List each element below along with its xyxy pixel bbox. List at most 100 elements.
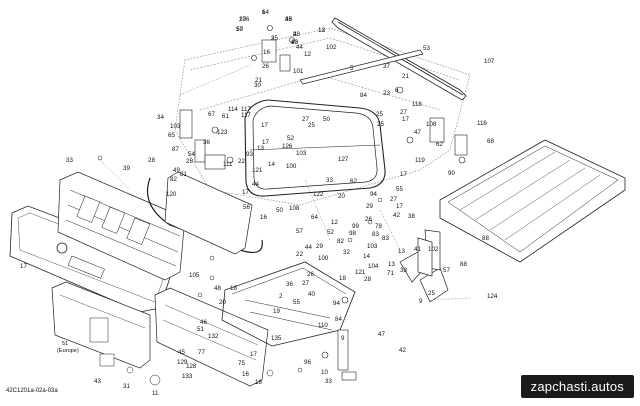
tailgate-secondary-trim xyxy=(154,287,269,387)
part-callout: 21 xyxy=(255,77,262,84)
part-callout: 65 xyxy=(168,132,175,139)
part-callout: 45 xyxy=(285,16,292,23)
tailgate-inner-structure xyxy=(57,171,186,281)
part-callout: 37 xyxy=(383,63,390,70)
part-callout: 90 xyxy=(448,170,455,177)
part-callout: 21 xyxy=(402,73,409,80)
part-callout: 2 xyxy=(279,293,283,300)
part-callout: 33 xyxy=(66,157,73,164)
part-callout: 55 xyxy=(396,186,403,193)
part-callout: 88 xyxy=(460,261,467,268)
part-callout: 133 xyxy=(182,373,193,380)
part-callout: 87 xyxy=(172,146,179,153)
part-callout: 29 xyxy=(316,243,323,250)
part-callout: 38 xyxy=(408,213,415,220)
part-callout: 33 xyxy=(325,378,332,385)
part-callout: 13 xyxy=(291,39,298,46)
part-callout: 116 xyxy=(477,120,487,127)
part-callout: 105 xyxy=(189,272,200,279)
part-callout: 19 xyxy=(273,308,280,315)
part-callout: 84 xyxy=(360,92,367,99)
part-callout: 14 xyxy=(268,161,275,168)
part-callout: 62 xyxy=(436,141,443,148)
part-callout: 128 xyxy=(186,363,197,370)
part-callout: 129 xyxy=(177,359,188,366)
part-callout: 52 xyxy=(287,135,294,142)
part-callout: 22 xyxy=(296,251,303,258)
part-callout: 126 xyxy=(282,143,293,150)
part-callout: 108 xyxy=(426,121,437,128)
part-callout: 17 xyxy=(262,139,269,146)
part-callout: 94 xyxy=(370,191,377,198)
cross-bar xyxy=(299,49,424,85)
part-callout: 101 xyxy=(293,68,304,75)
part-callout: 57 xyxy=(443,267,450,274)
tailgate-lower-trim xyxy=(51,281,151,369)
part-callout: 121 xyxy=(252,167,263,174)
part-callout: 54 xyxy=(188,151,195,158)
part-callout: 20 xyxy=(338,193,345,200)
part-callout: 17 xyxy=(236,26,243,33)
part-callout: 27 xyxy=(390,196,397,203)
part-callout: 6 xyxy=(395,87,399,94)
part-callout: 53 xyxy=(423,45,430,52)
leader-lines xyxy=(99,159,471,301)
part-callout: 43 xyxy=(94,378,101,385)
part-callout: 12 xyxy=(318,27,325,34)
part-callout: 17 xyxy=(20,263,27,270)
part-callout: 103 xyxy=(296,150,307,157)
part-callout: 46 xyxy=(200,319,207,326)
part-callout: 38 xyxy=(285,16,292,23)
part-callout: 12 xyxy=(304,51,311,58)
part-callout: 27 xyxy=(400,109,407,116)
part-callout: 52 xyxy=(327,229,334,236)
part-callout: 12 xyxy=(331,219,338,226)
part-callout: 50 xyxy=(323,116,330,123)
part-callout: 124 xyxy=(487,293,498,300)
part-callout: 28 xyxy=(186,158,193,165)
part-callout: 9 xyxy=(419,298,423,305)
part-callout: 50 xyxy=(236,26,243,33)
part-callout: 123 xyxy=(217,129,228,136)
part-callout: 28 xyxy=(148,157,155,164)
part-callout: 40 xyxy=(291,39,298,46)
left-hinge-cluster xyxy=(179,109,234,170)
part-callout: 78 xyxy=(375,223,382,230)
part-callout: 26 xyxy=(365,216,372,223)
part-callout: 45 xyxy=(178,349,185,356)
part-callout: 42 xyxy=(399,347,406,354)
part-callout: 6 xyxy=(262,9,266,16)
part-callout: 36 xyxy=(286,281,293,288)
part-callout: 33 xyxy=(326,177,333,184)
part-callout: 13 xyxy=(257,145,264,152)
part-callout: 135 xyxy=(271,335,282,342)
region-note-europe: (Europe) xyxy=(57,348,79,354)
part-callout: 16 xyxy=(260,214,267,221)
part-callout: 17 xyxy=(400,171,407,178)
part-callout: 62 xyxy=(350,178,357,185)
part-callout: 117 xyxy=(241,112,251,119)
part-callout: 103 xyxy=(170,123,181,130)
part-callout: 104 xyxy=(368,263,379,270)
part-callout: 120 xyxy=(166,191,177,198)
part-callout: 100 xyxy=(286,163,297,170)
part-callout: 84 xyxy=(335,316,342,323)
part-callout: 27 xyxy=(302,280,309,287)
part-callout: 50 xyxy=(276,207,283,214)
part-callout: 11 xyxy=(152,390,159,397)
part-callout: 31 xyxy=(123,383,130,390)
part-callout: 17 xyxy=(396,203,403,210)
part-callout: 23 xyxy=(383,90,390,97)
part-callout: 16 xyxy=(242,371,249,378)
part-callout: 44 xyxy=(305,244,312,251)
part-callout: 13 xyxy=(318,27,325,34)
right-hinge-cluster xyxy=(396,86,468,164)
part-callout: 110 xyxy=(318,322,328,329)
part-callout: 4 xyxy=(293,31,297,38)
part-callout: 28 xyxy=(364,276,371,283)
part-callout: 36 xyxy=(203,139,210,146)
part-callout: 29 xyxy=(366,203,373,210)
part-callout: 30 xyxy=(254,82,261,89)
